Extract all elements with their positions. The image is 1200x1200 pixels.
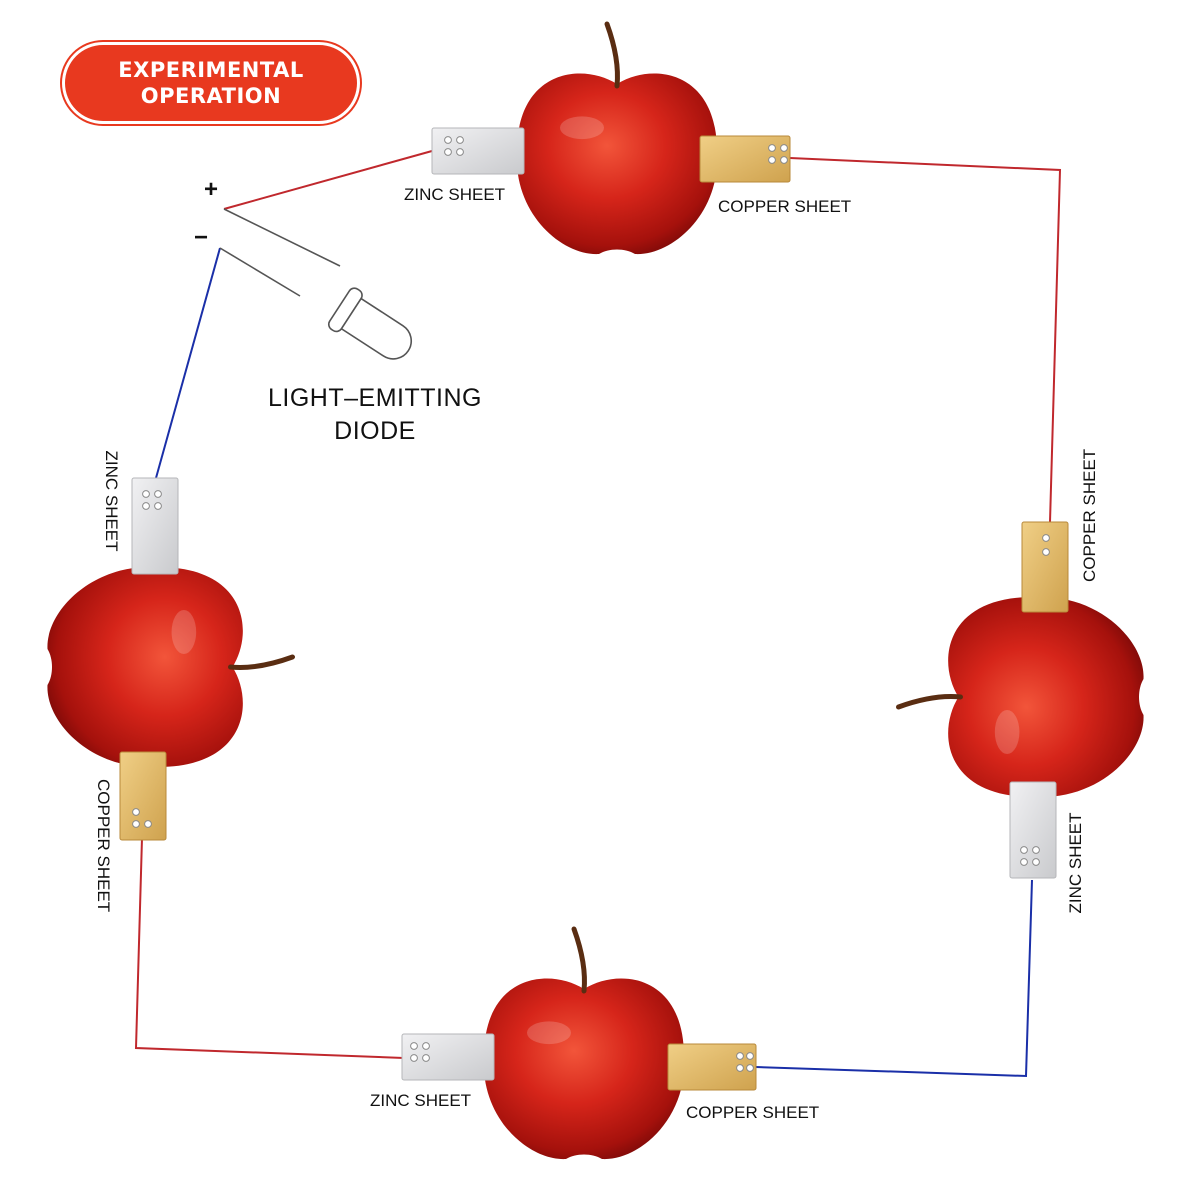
wire-led-plus-to-top-zinc xyxy=(223,150,433,210)
top-copper-sheet xyxy=(699,135,791,183)
apple-left xyxy=(47,566,295,768)
right-copper-label: COPPER SHEET xyxy=(1080,448,1099,582)
apple-left-stem-icon xyxy=(228,654,295,670)
left-zinc-sheet xyxy=(131,477,179,575)
right-zinc-sheet xyxy=(1009,781,1057,879)
left-copper-label: COPPER SHEET xyxy=(94,779,113,913)
apple-bottom xyxy=(483,926,685,1160)
badge-line2: OPERATION xyxy=(140,84,282,108)
bottom-zinc-label: ZINC SHEET xyxy=(370,1091,472,1110)
apples xyxy=(47,21,1144,1160)
experimental-operation-badge: EXPERIMENTAL OPERATION xyxy=(62,42,360,124)
right-zinc-label: ZINC SHEET xyxy=(1066,812,1085,914)
apple-left-body xyxy=(47,566,243,768)
apple-top-stem-icon xyxy=(604,21,620,89)
left-copper-sheet xyxy=(119,751,167,841)
top-zinc-label: ZINC SHEET xyxy=(404,185,506,204)
apple-right xyxy=(896,596,1144,798)
apple-bottom-highlight xyxy=(527,1021,571,1045)
wire-left-zinc-to-led-minus xyxy=(155,247,221,479)
top-copper-label: COPPER SHEET xyxy=(718,197,852,216)
led-plus-sign: + xyxy=(204,176,219,203)
wire-bottom-zinc-to-left-copper xyxy=(134,837,405,1059)
apple-left-highlight xyxy=(171,610,197,654)
wires xyxy=(134,150,1062,1078)
bottom-zinc-sheet xyxy=(401,1033,495,1081)
left-zinc-label: ZINC SHEET xyxy=(102,450,121,552)
led-label: LIGHT–EMITTING DIODE xyxy=(250,382,500,448)
apple-bottom-body xyxy=(483,978,685,1160)
led-icon xyxy=(219,208,413,360)
top-zinc-sheet xyxy=(431,127,525,175)
bottom-copper-label: COPPER SHEET xyxy=(686,1103,820,1122)
wire-top-copper-to-right-copper xyxy=(789,157,1062,523)
apple-top-highlight xyxy=(560,116,604,140)
apple-top xyxy=(516,21,718,255)
badge-line1: EXPERIMENTAL xyxy=(118,58,304,82)
apple-right-stem-icon xyxy=(896,694,963,710)
led-minus-sign: − xyxy=(194,224,209,251)
right-copper-sheet xyxy=(1021,521,1069,613)
led-label-line2: DIODE xyxy=(334,417,416,445)
sheets xyxy=(119,127,1069,1091)
apple-top-body xyxy=(516,73,718,255)
apple-bottom-stem-icon xyxy=(571,926,587,994)
led-label-line1: LIGHT–EMITTING xyxy=(268,384,482,412)
wire-right-zinc-to-bottom-copper xyxy=(755,879,1033,1078)
apple-right-body xyxy=(948,596,1144,798)
apple-right-highlight xyxy=(994,710,1020,754)
bottom-copper-sheet xyxy=(667,1043,757,1091)
